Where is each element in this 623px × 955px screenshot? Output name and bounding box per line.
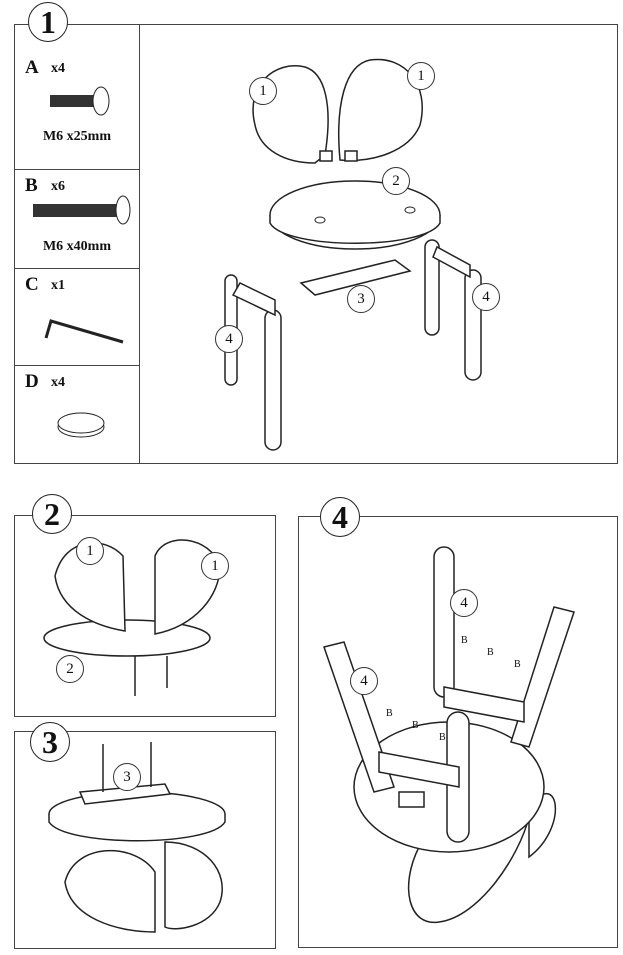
bolt-label: B xyxy=(461,635,468,646)
bolt-label: B xyxy=(386,708,393,719)
exploded-chair-diagram xyxy=(224,58,482,451)
part-qty: x4 xyxy=(51,61,65,76)
callout-bracket: 3 xyxy=(113,763,141,791)
part-qty: x6 xyxy=(51,179,65,194)
part-letter: C xyxy=(25,274,39,295)
step-number-3: 3 xyxy=(30,722,70,762)
step-1-panel: A x4 M6 x25mm B x6 M6 x40mm C x1 D xyxy=(14,24,618,464)
bracket-attach-diagram xyxy=(48,742,226,933)
cap-icon xyxy=(57,412,105,438)
part-b: B x6 M6 x40mm xyxy=(15,169,139,269)
step-number-4: 4 xyxy=(320,497,360,537)
long-bolt-icon xyxy=(33,195,131,225)
part-letter: B xyxy=(25,175,38,196)
bolt-label: B xyxy=(439,732,446,743)
part-d: D x4 xyxy=(15,365,139,463)
step-2-panel: 1 1 2 xyxy=(14,515,276,717)
part-qty: x4 xyxy=(51,375,65,390)
callout-backrest-left: 1 xyxy=(249,77,277,105)
part-letter: A xyxy=(25,57,39,78)
callout-leg-left: 4 xyxy=(350,667,378,695)
step-4-panel: 4 4 B B B B B B xyxy=(298,516,618,948)
part-letter: D xyxy=(25,371,39,392)
part-qty: x1 xyxy=(51,278,65,293)
callout-leg-right: 4 xyxy=(472,283,500,311)
parts-list: A x4 M6 x25mm B x6 M6 x40mm C x1 D xyxy=(15,25,140,463)
step-3-panel: 3 xyxy=(14,731,276,949)
part-a: A x4 M6 x25mm xyxy=(15,25,139,170)
part-spec: M6 x40mm xyxy=(42,239,112,254)
allen-key-icon xyxy=(44,319,124,344)
bolt-label: B xyxy=(412,720,419,731)
callout-seat: 2 xyxy=(382,167,410,195)
part-spec: M6 x25mm xyxy=(42,129,112,144)
part-c: C x1 xyxy=(15,268,139,366)
callout-backrest-left: 1 xyxy=(76,537,104,565)
bolt-label: B xyxy=(514,659,521,670)
backrest-attach-diagram xyxy=(43,539,221,696)
callout-backrest-right: 1 xyxy=(407,62,435,90)
callout-leg-left: 4 xyxy=(215,325,243,353)
callout-bracket: 3 xyxy=(347,285,375,313)
step-number-2: 2 xyxy=(32,494,72,534)
short-bolt-icon xyxy=(50,86,110,116)
callout-leg-upper: 4 xyxy=(450,589,478,617)
legs-attach-diagram xyxy=(323,546,575,924)
callout-backrest-right: 1 xyxy=(201,552,229,580)
callout-seat: 2 xyxy=(56,655,84,683)
step-number-1: 1 xyxy=(28,2,68,42)
bolt-label: B xyxy=(487,647,494,658)
